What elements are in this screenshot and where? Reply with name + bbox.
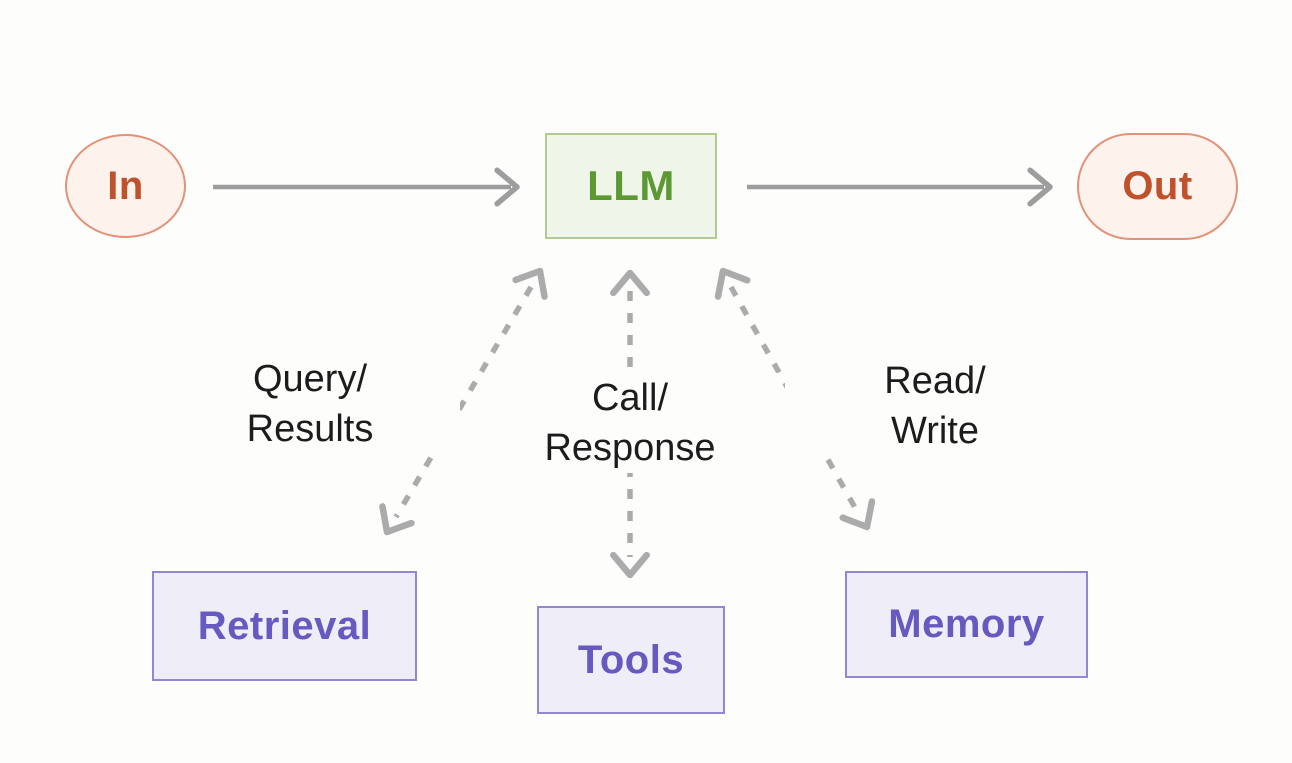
retrieval-node-label: Retrieval bbox=[197, 603, 372, 648]
arrow-llm-to-out-head bbox=[1027, 167, 1053, 207]
call-response-edge-label: Call/ Response bbox=[480, 373, 780, 473]
arrow-llm-retrieval-head bbox=[379, 503, 415, 536]
arrow-in-to-llm-head bbox=[494, 167, 520, 207]
retrieval-node: Retrieval bbox=[152, 571, 417, 681]
read-write-edge-label: Read/ Write bbox=[785, 356, 1085, 456]
query-results-line2: Results bbox=[246, 408, 374, 450]
input-node-label: In bbox=[107, 163, 144, 208]
llm-node: LLM bbox=[545, 133, 717, 239]
read-write-line2: Write bbox=[891, 410, 979, 452]
arrow-llm-tools-head bbox=[610, 551, 650, 579]
tools-node: Tools bbox=[537, 606, 725, 714]
read-write-line1: Read/ bbox=[884, 360, 986, 402]
arrow-llm-memory-head bbox=[714, 267, 751, 300]
output-node-label: Out bbox=[1122, 164, 1193, 208]
arrow-llm-to-out bbox=[747, 167, 1053, 207]
arrow-llm-retrieval-head bbox=[512, 267, 548, 300]
arrow-llm-tools-head bbox=[610, 269, 650, 297]
arrow-in-to-llm bbox=[213, 167, 520, 207]
memory-node: Memory bbox=[845, 571, 1088, 678]
output-node: Out bbox=[1077, 133, 1238, 240]
query-results-edge-label: Query/ Results bbox=[160, 354, 460, 454]
input-node: In bbox=[65, 134, 186, 238]
tools-node-label: Tools bbox=[577, 637, 685, 682]
memory-node-label: Memory bbox=[888, 602, 1045, 646]
call-response-line2: Response bbox=[544, 427, 716, 469]
arrow-llm-memory-head bbox=[839, 498, 876, 531]
query-results-line1: Query/ bbox=[252, 358, 368, 400]
call-response-line1: Call/ bbox=[591, 377, 669, 419]
llm-node-label: LLM bbox=[587, 162, 675, 209]
